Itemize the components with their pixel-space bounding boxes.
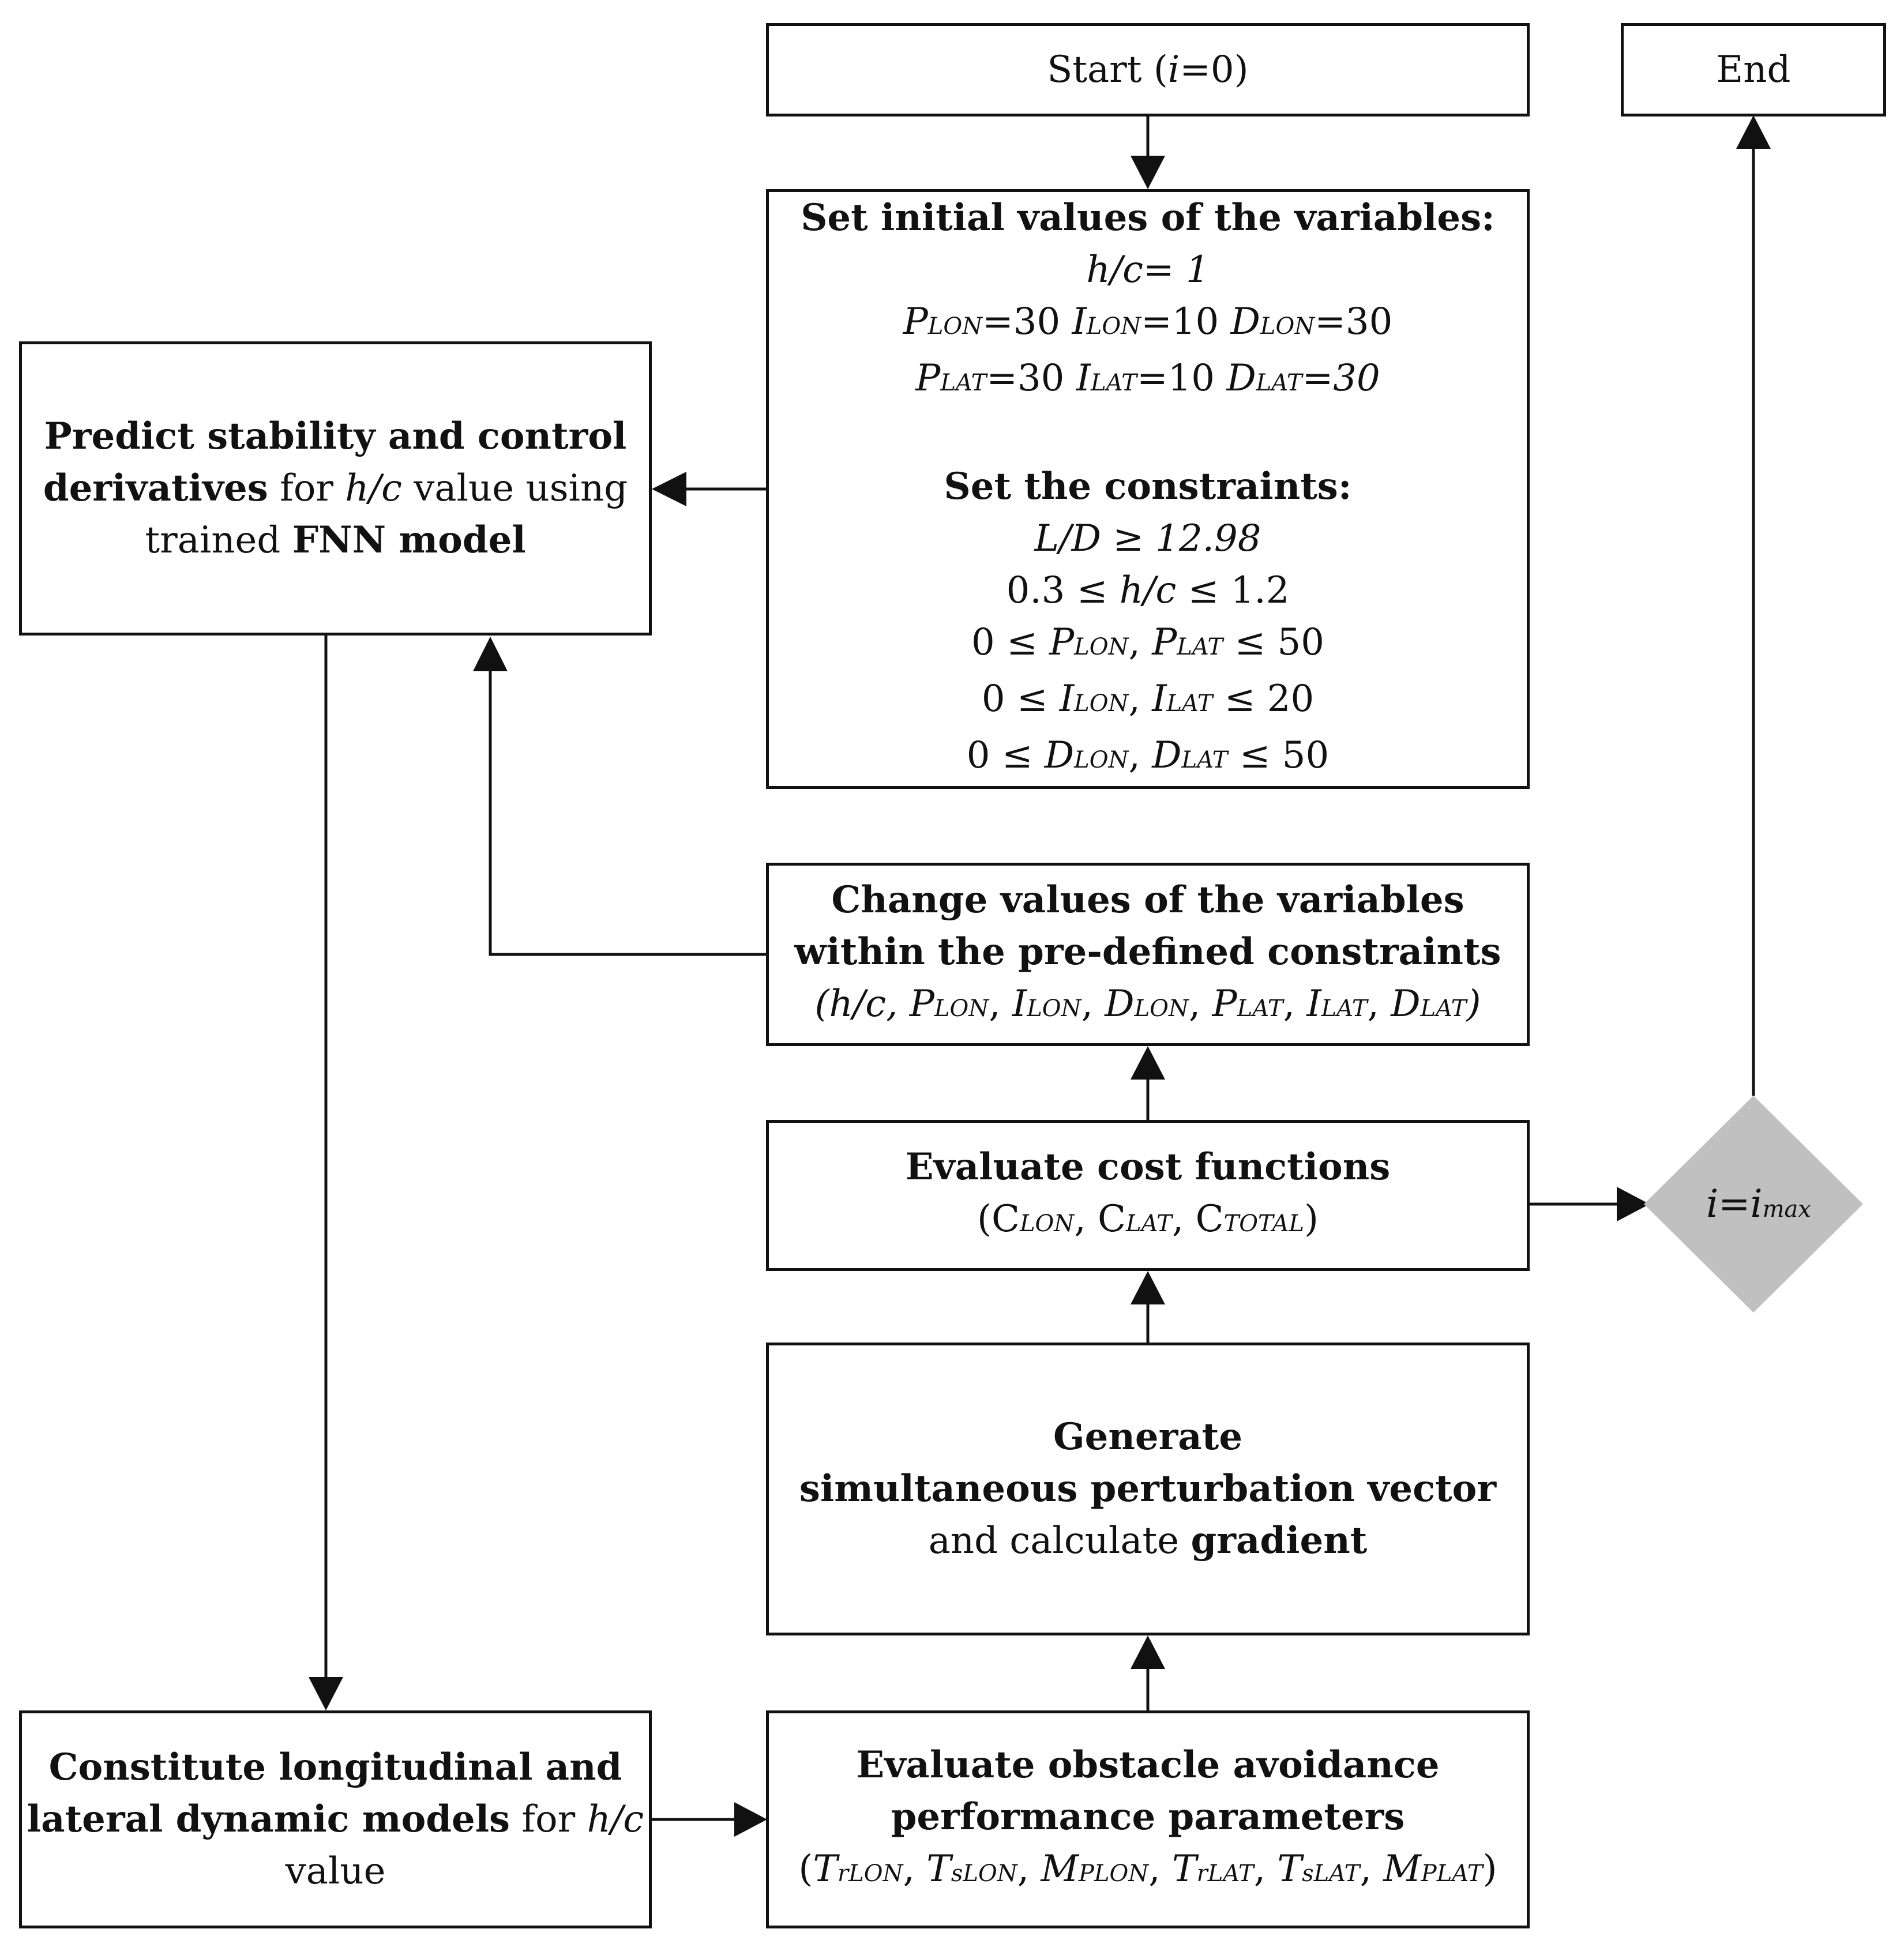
- arrowhead-predict-to-constitute: [309, 1677, 343, 1710]
- start-node: Start (i=0): [766, 23, 1530, 116]
- generate-gradient-box: Generate simultaneous perturbation vecto…: [766, 1343, 1530, 1635]
- predict-box: Predict stability and control derivative…: [19, 341, 652, 636]
- constraint-i: 0 ≤ ILON, ILAT ≤ 20: [981, 678, 1315, 720]
- arrowhead-cost-to-change: [1131, 1046, 1165, 1080]
- cost-title: Evaluate cost functions: [905, 1145, 1391, 1189]
- cost-terms: (CLON, CLAT, CTOTAL): [977, 1198, 1319, 1240]
- decision-label: i=imax: [1706, 1182, 1811, 1226]
- predict-line1: Predict stability and control: [44, 415, 627, 458]
- obstacle-line1: Evaluate obstacle avoidance: [856, 1743, 1440, 1787]
- predict-line3: trained FNN model: [145, 518, 526, 562]
- constraint-hc: 0.3 ≤ h/c ≤ 1.2: [1006, 569, 1290, 612]
- constraint-p: 0 ≤ PLON, PLAT ≤ 50: [971, 621, 1324, 664]
- predict-line2: derivatives for h/c value using: [43, 467, 628, 510]
- constitute-models-box: Constitute longitudinal and lateral dyna…: [19, 1710, 652, 1928]
- cost-functions-box: Evaluate cost functions (CLON, CLAT, CTO…: [766, 1120, 1530, 1271]
- decision-diamond: [1644, 1096, 1863, 1313]
- arrowhead-cost-to-decision: [1617, 1187, 1650, 1221]
- constitute-line2: lateral dynamic models for h/c: [27, 1798, 644, 1841]
- init-lon-gains: PLON=30 ILON=10 DLON=30: [903, 300, 1393, 343]
- init-lat-gains: PLAT=30 ILAT=10 DLAT=30: [915, 357, 1380, 400]
- init-hc: h/c= 1: [1086, 249, 1210, 291]
- generate-line3: and calculate gradient: [928, 1519, 1368, 1562]
- generate-line1: Generate: [1053, 1415, 1243, 1458]
- change-line3: (h/c, PLON, ILON, DLON, PLAT, ILAT, DLAT…: [814, 983, 1481, 1025]
- constraint-d: 0 ≤ DLON, DLAT ≤ 50: [966, 734, 1330, 777]
- obstacle-line2: performance parameters: [891, 1795, 1405, 1838]
- arrowhead-change-to-predict: [473, 637, 508, 671]
- generate-line2: simultaneous perturbation vector: [799, 1467, 1497, 1510]
- constitute-line1: Constitute longitudinal and: [48, 1746, 622, 1789]
- constraints-title: Set the constraints:: [944, 465, 1352, 508]
- arrow-change-to-predict: [489, 669, 766, 956]
- change-line1: Change values of the variables: [831, 878, 1464, 922]
- arrowhead-generate-to-cost: [1131, 1271, 1165, 1304]
- initialization-box: Set initial values of the variables: h/c…: [766, 189, 1530, 789]
- end-node: End: [1621, 23, 1886, 116]
- obstacle-line3: (TrLON, TsLON, MPLON, TrLAT, TsLAT, MPLA…: [798, 1848, 1497, 1890]
- arrowhead-start-to-init: [1131, 156, 1165, 189]
- constraint-ld: L/D ≥ 12.98: [1034, 517, 1261, 560]
- arrowhead-init-to-predict: [652, 472, 686, 506]
- arrowhead-decision-to-end: [1736, 115, 1771, 149]
- change-line2: within the pre-defined constraints: [794, 930, 1501, 973]
- constitute-line3: value: [285, 1850, 386, 1893]
- arrowhead-obstacle-to-generate: [1131, 1635, 1165, 1669]
- change-variables-box: Change values of the variables within th…: [766, 863, 1530, 1046]
- init-title: Set initial values of the variables:: [801, 196, 1495, 239]
- end-label: End: [1716, 48, 1791, 91]
- start-label: Start (i=0): [1047, 48, 1249, 91]
- arrowhead-constitute-to-obstacle: [734, 1802, 767, 1837]
- obstacle-avoidance-box: Evaluate obstacle avoidance performance …: [766, 1710, 1530, 1928]
